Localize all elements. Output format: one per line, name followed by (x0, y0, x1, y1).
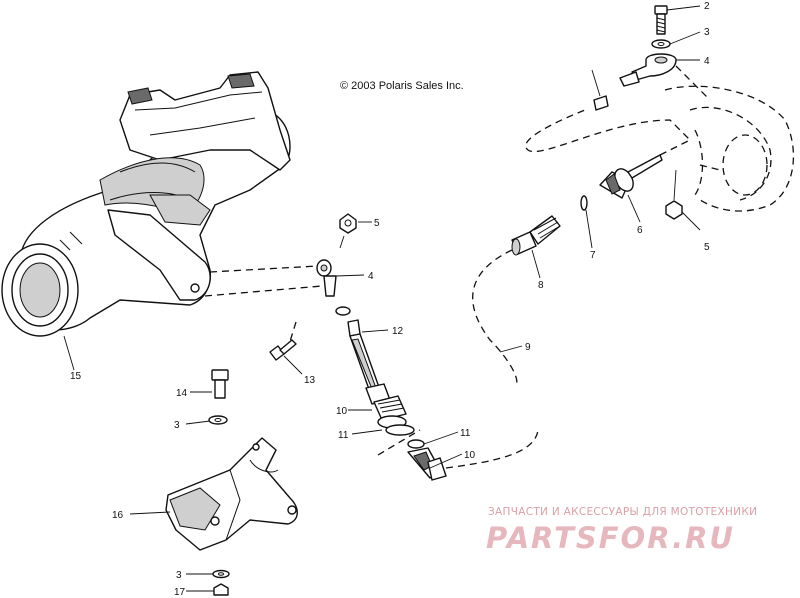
callout-5-center: 5 (374, 218, 380, 229)
callout-16: 16 (112, 510, 124, 521)
watermark-brand: PARTSFOR.RU (486, 521, 735, 555)
nozzle-assembly-reference (664, 85, 795, 212)
callout-11-right: 11 (460, 428, 471, 439)
jet-pump-housing (1, 71, 291, 337)
upper-tie-rod-end (591, 5, 711, 111)
callout-15: 15 (70, 371, 82, 382)
callout-labels: 2 3 4 4 5 5 6 7 8 9 10 10 11 11 12 13 14… (70, 1, 710, 598)
callout-3: 3 (704, 27, 710, 38)
callout-12: 12 (392, 326, 404, 337)
callout-17: 17 (174, 587, 186, 598)
callout-10-center: 10 (336, 406, 348, 417)
cable-end-right (407, 429, 539, 481)
callout-3-mid: 3 (174, 420, 180, 431)
callout-14: 14 (176, 388, 188, 399)
copyright-text: © 2003 Polaris Sales Inc. (340, 80, 464, 92)
callout-8: 8 (538, 280, 544, 291)
watermark: ЗАПЧАСТИ И АКСЕССУАРЫ ДЛЯ МОТОТЕХНИКИ PA… (486, 506, 757, 555)
callout-4-center: 4 (368, 271, 374, 282)
callout-2: 2 (704, 1, 710, 12)
bottom-hardware (212, 569, 230, 596)
cable-boot-assembly (472, 109, 692, 386)
bolt-13 (269, 339, 297, 361)
leader-lines (63, 5, 701, 592)
callout-3-bottom: 3 (176, 570, 182, 581)
callout-5-right: 5 (704, 242, 710, 253)
watermark-tagline: ЗАПЧАСТИ И АКСЕССУАРЫ ДЛЯ МОТОТЕХНИКИ (488, 506, 757, 518)
callout-9: 9 (525, 342, 531, 353)
callout-13: 13 (304, 375, 316, 386)
steering-cable-center (204, 213, 421, 456)
callout-6: 6 (637, 225, 643, 236)
mounting-bracket (165, 437, 298, 551)
nut-5-right (665, 169, 683, 220)
callout-11-center: 11 (338, 430, 349, 441)
bolt-14 (208, 369, 229, 425)
callout-10-right: 10 (464, 450, 476, 461)
callout-4: 4 (704, 56, 710, 67)
callout-7: 7 (590, 250, 596, 261)
